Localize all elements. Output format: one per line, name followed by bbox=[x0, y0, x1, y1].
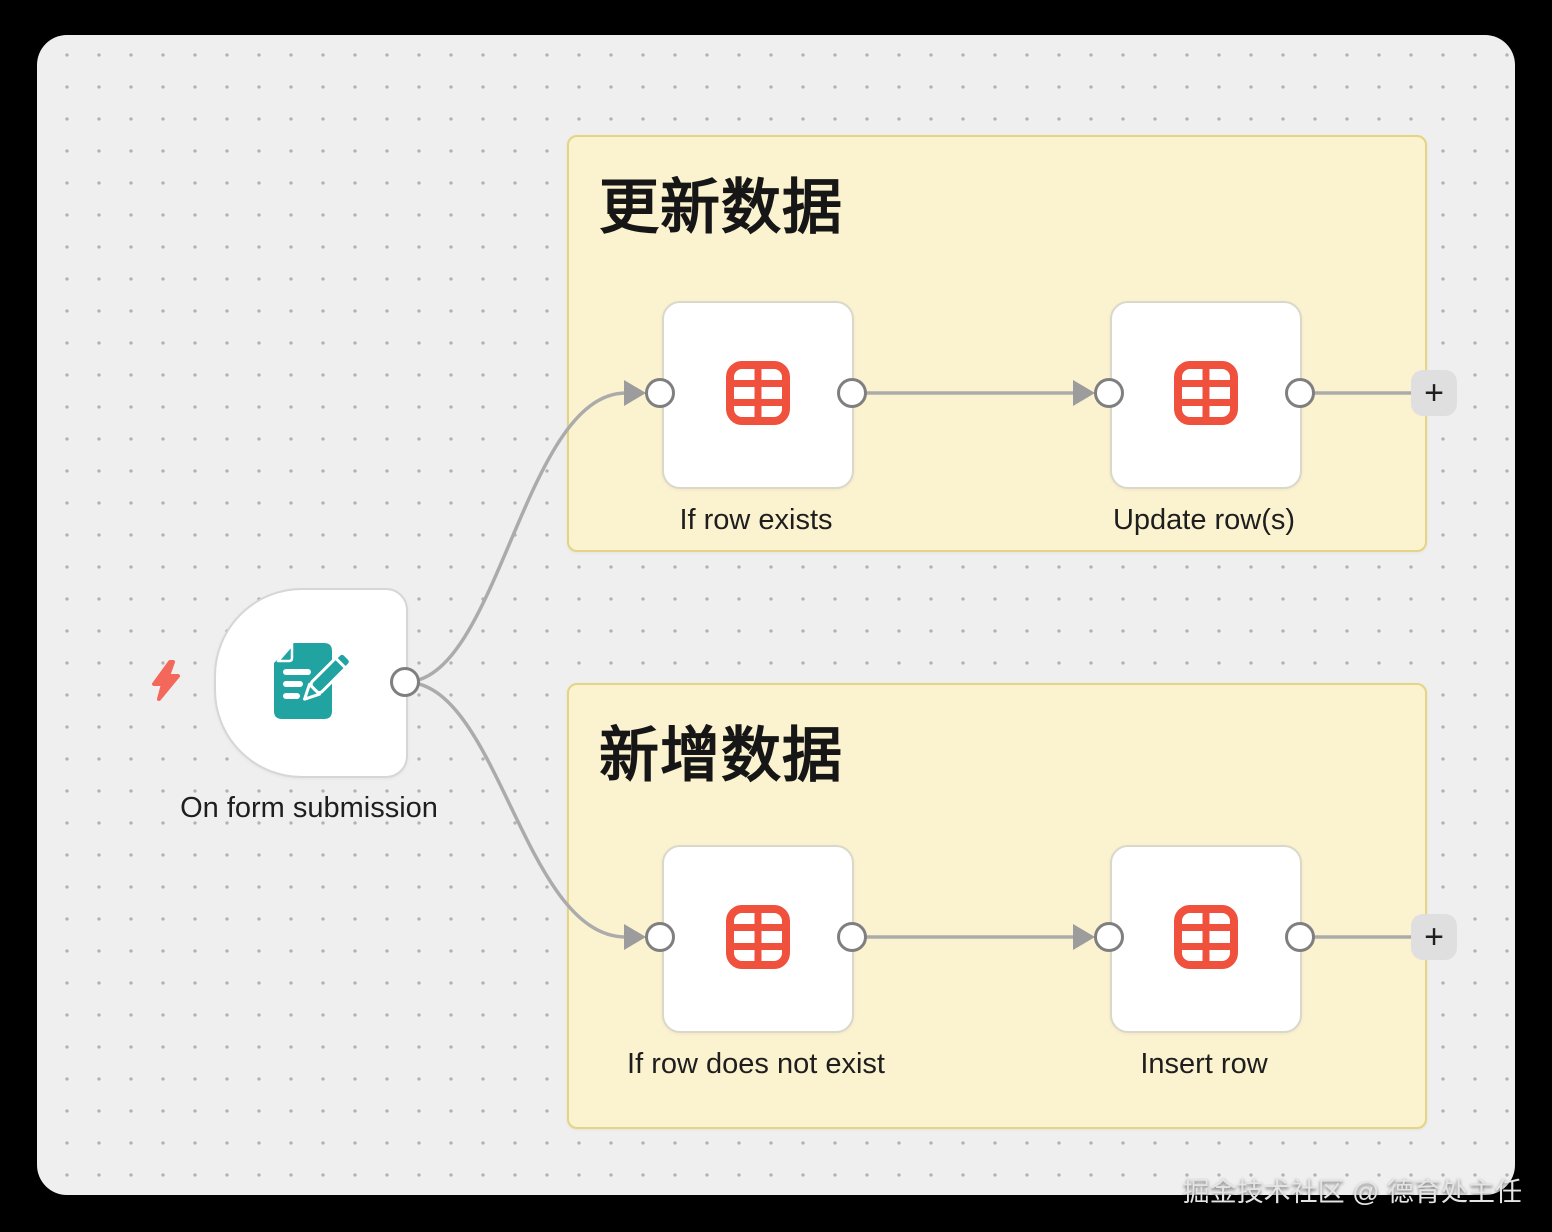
table-icon bbox=[725, 360, 791, 431]
node-label-update-rows: Update row(s) bbox=[1112, 504, 1296, 536]
node-if-row-does-not-exist[interactable] bbox=[662, 845, 854, 1033]
node-label-insert-row: Insert row bbox=[1140, 1048, 1268, 1080]
node-label-if-row-does-not-exist: If row does not exist bbox=[627, 1048, 885, 1080]
node-label-if-row-exists: If row exists bbox=[679, 504, 833, 536]
table-icon bbox=[1173, 904, 1239, 975]
add-node-button-insert-branch[interactable]: + bbox=[1411, 914, 1457, 960]
table-icon bbox=[725, 904, 791, 975]
watermark: 掘金技术社区 @ 德育处主任 bbox=[1182, 1177, 1522, 1207]
node-if-row-exists[interactable] bbox=[662, 301, 854, 489]
plus-icon: + bbox=[1424, 374, 1444, 412]
add-node-button-update-branch[interactable]: + bbox=[1411, 370, 1457, 416]
workflow-canvas[interactable]: 更新数据 新增数据 bbox=[37, 35, 1515, 1195]
node-insert-row[interactable] bbox=[1110, 845, 1302, 1033]
form-pencil-icon bbox=[272, 639, 352, 728]
group-title-update-data: 更新数据 bbox=[599, 174, 843, 241]
node-label-on-form-submission: On form submission bbox=[180, 792, 438, 824]
plus-icon: + bbox=[1424, 918, 1444, 956]
table-icon bbox=[1173, 360, 1239, 431]
lightning-bolt-icon bbox=[147, 659, 185, 703]
node-update-rows[interactable] bbox=[1110, 301, 1302, 489]
node-on-form-submission[interactable] bbox=[214, 588, 408, 778]
group-title-insert-data: 新增数据 bbox=[599, 722, 843, 789]
